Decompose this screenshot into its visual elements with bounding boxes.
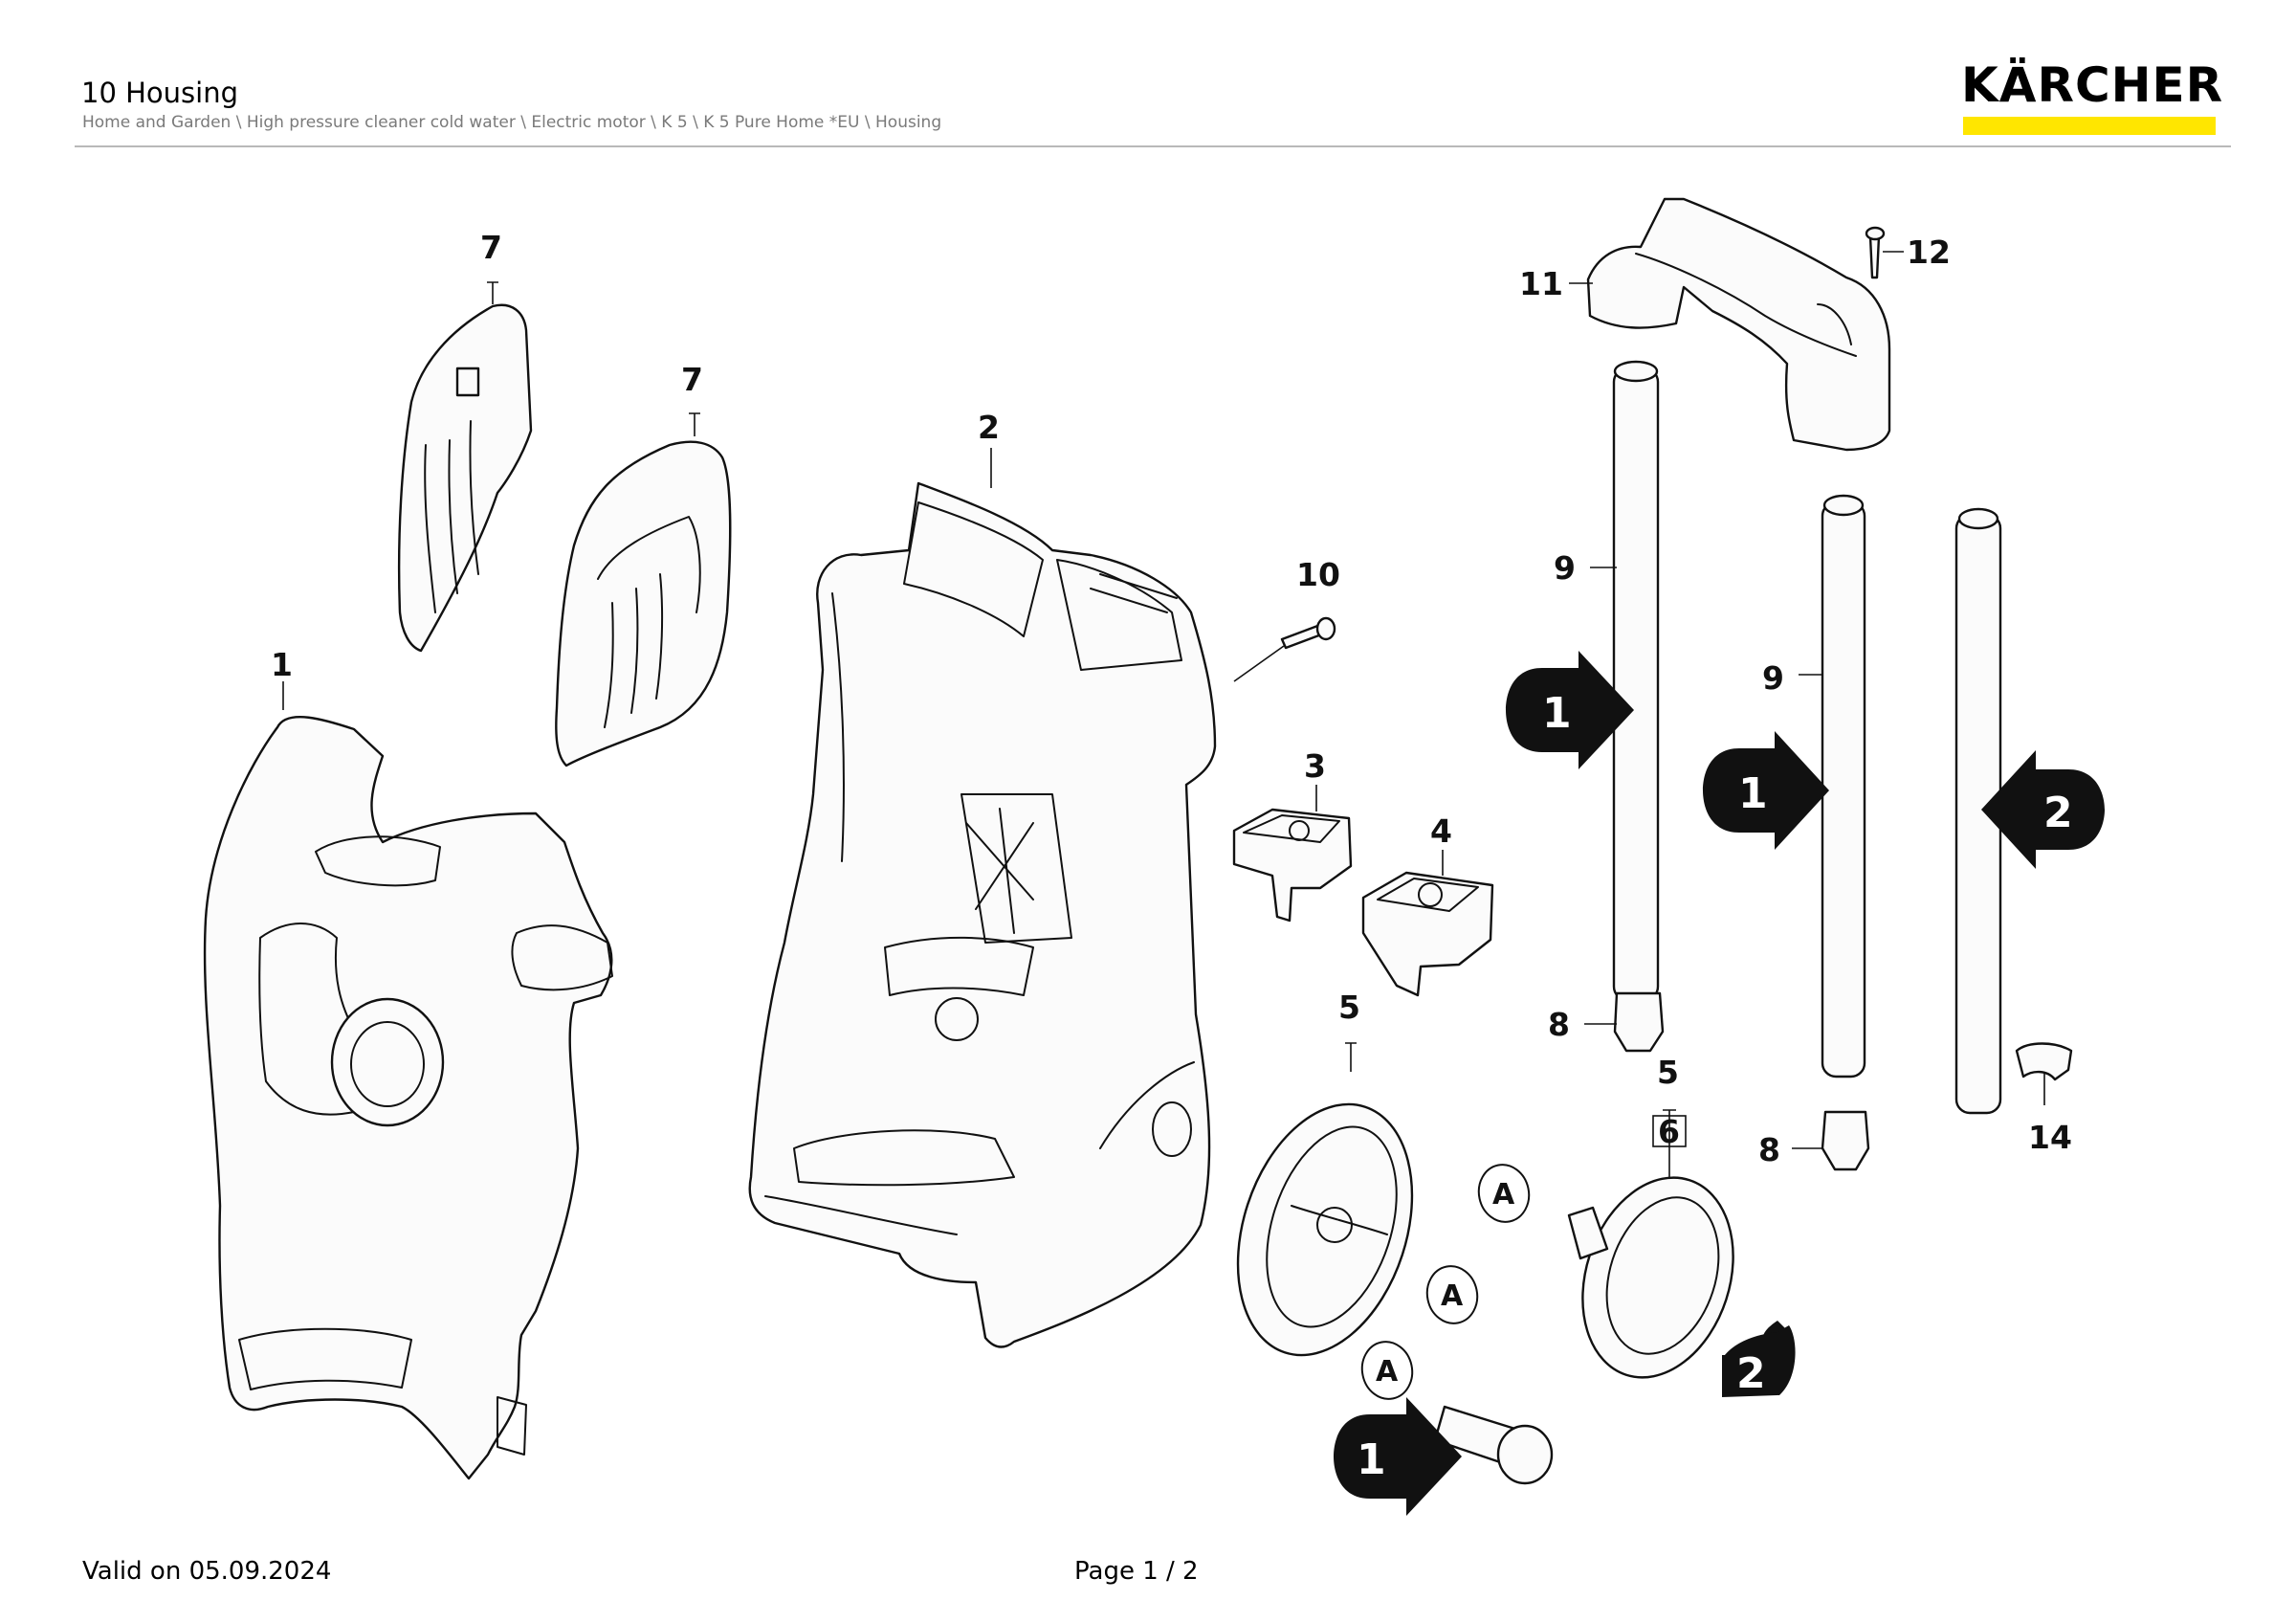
svg-text:A: A <box>1376 1355 1399 1389</box>
leader-line-5b <box>1663 1109 1676 1177</box>
part-tube-13 <box>1954 507 2002 1115</box>
callout-1: 1 <box>271 646 293 683</box>
leader-line-5a <box>1345 1042 1357 1072</box>
part-block-4 <box>1361 871 1494 997</box>
part-wheel-small <box>1567 1176 1734 1379</box>
callout-6-box <box>1652 1115 1687 1147</box>
part-plug-8-left <box>1613 991 1665 1053</box>
part-clip-14 <box>2015 1042 2073 1081</box>
valid-date: Valid on 05.09.2024 <box>82 1557 332 1586</box>
leader-line-10 <box>1233 645 1285 682</box>
arrow-marker-1-bottom: 1 <box>1334 1397 1462 1516</box>
breadcrumb: Home and Garden \ High pressure cleaner … <box>82 113 942 132</box>
callout-5b: 5 <box>1657 1054 1679 1091</box>
arrow-marker-1-top: 1 <box>1506 651 1634 769</box>
svg-text:2: 2 <box>1736 1349 1766 1398</box>
page-title: 10 Housing <box>81 77 239 109</box>
part-side-cover-left <box>397 303 533 653</box>
callout-12: 12 <box>1907 233 1951 271</box>
detail-bubble-a-3: A <box>1360 1341 1414 1400</box>
karcher-logo: KÄRCHER <box>1961 57 2224 113</box>
callout-5a: 5 <box>1338 989 1360 1026</box>
svg-text:1: 1 <box>1542 689 1572 738</box>
part-tube-9-left <box>1612 360 1660 1002</box>
svg-text:2: 2 <box>2043 789 2073 837</box>
arrow-marker-2-bottom: 2 <box>1722 1321 1796 1398</box>
arrow-marker-1-middle: 1 <box>1703 731 1829 850</box>
callout-9b: 9 <box>1762 659 1784 697</box>
callout-7a: 7 <box>480 229 502 266</box>
callout-6: 6 <box>1658 1113 1680 1150</box>
part-wheel-large <box>1236 1102 1414 1357</box>
page-number: Page 1 / 2 <box>1074 1557 1199 1586</box>
part-screw-12 <box>1865 226 1886 279</box>
callout-14: 14 <box>2028 1119 2072 1156</box>
callout-4: 4 <box>1430 812 1452 850</box>
part-side-cover-right <box>555 440 732 767</box>
part-block-3 <box>1232 808 1353 923</box>
svg-text:1: 1 <box>1738 769 1768 818</box>
svg-text:A: A <box>1441 1279 1464 1313</box>
callout-8a: 8 <box>1548 1006 1570 1043</box>
header-divider <box>75 145 2231 147</box>
callout-8b: 8 <box>1758 1131 1780 1168</box>
part-tube-9-right <box>1821 494 1866 1078</box>
part-main-frame <box>748 481 1217 1348</box>
part-screw-10 <box>1280 616 1336 650</box>
part-front-cover <box>203 715 613 1480</box>
part-plug-8-right <box>1821 1110 1870 1171</box>
part-handle-11 <box>1586 197 1891 452</box>
callout-3: 3 <box>1304 747 1326 785</box>
part-axle-pin <box>1433 1405 1554 1485</box>
callout-10: 10 <box>1296 556 1340 593</box>
svg-text:A: A <box>1492 1178 1515 1212</box>
leader-line-7b <box>689 412 700 436</box>
leader-line-7a <box>487 281 498 304</box>
callout-11: 11 <box>1519 265 1563 302</box>
callout-7b: 7 <box>681 361 703 398</box>
detail-bubble-a-1: A <box>1477 1164 1531 1223</box>
callout-2: 2 <box>978 409 1000 446</box>
arrow-marker-2-right: 2 <box>1981 750 2105 869</box>
logo-accent-bar <box>1963 117 2216 135</box>
detail-bubble-a-2: A <box>1425 1265 1479 1324</box>
callout-9a: 9 <box>1554 549 1576 587</box>
svg-text:1: 1 <box>1357 1435 1386 1484</box>
